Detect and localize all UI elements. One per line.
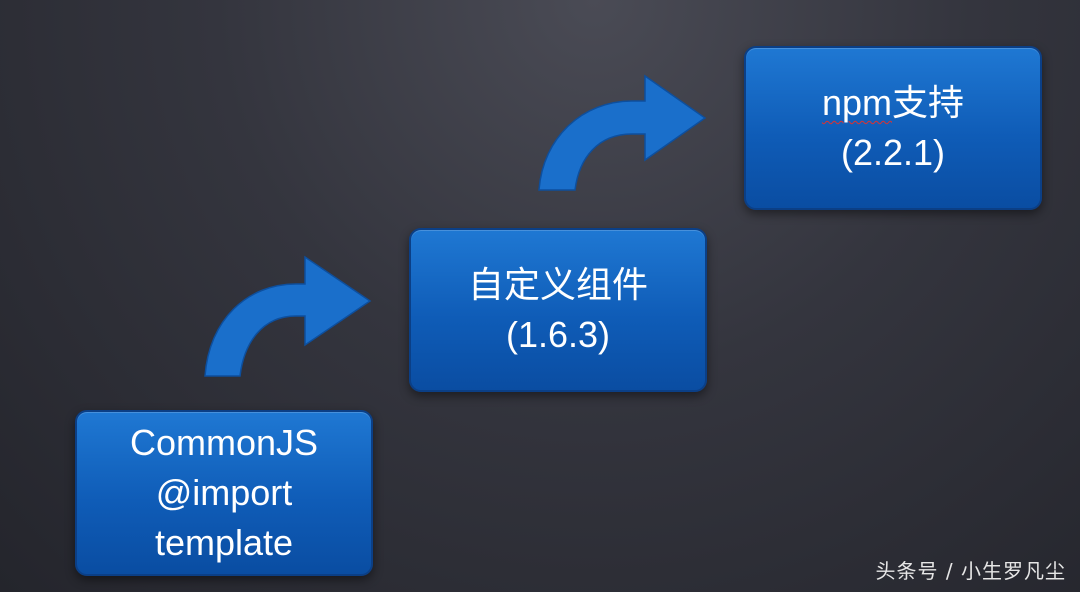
- version-label: (1.6.3): [505, 314, 611, 355]
- step-box-custom-component: 自定义组件 (1.6.3): [409, 228, 707, 392]
- watermark: 头条号 / 小生罗凡尘: [875, 559, 1066, 583]
- step-line: npm支持: [822, 78, 964, 128]
- npm-text: npm: [821, 82, 892, 123]
- step-line: 自定义组件: [467, 264, 648, 305]
- support-text: 支持: [892, 82, 965, 123]
- step-box-commonjs: CommonJS @import template: [75, 410, 373, 576]
- version-label: (2.2.1): [840, 132, 946, 173]
- step-box-npm-support: npm支持 (2.2.1): [744, 46, 1042, 210]
- step-line: @import: [155, 472, 293, 513]
- step-line: template: [154, 522, 294, 563]
- step-line: CommonJS: [129, 422, 319, 463]
